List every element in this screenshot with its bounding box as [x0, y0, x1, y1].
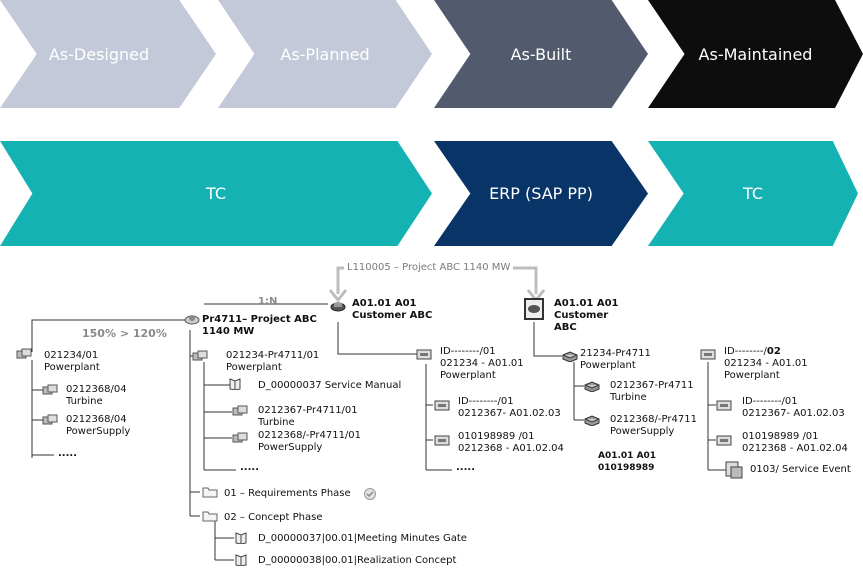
document-icon	[235, 532, 247, 544]
mbom-turbine: 0212367-Pr4711/01 Turbine	[258, 405, 358, 428]
mbom-root: Pr4711– Project ABC 1140 MW	[202, 314, 317, 337]
system-label: TC	[205, 184, 226, 203]
erp-serial: A01.01 A01 010198989	[598, 451, 657, 473]
maint-turbine: ID--------/01 0212367- A01.02.03	[742, 396, 845, 419]
part-icon	[192, 350, 208, 361]
material-icon	[562, 351, 578, 362]
built-turbine: ID--------/01 0212367- A01.02.03	[458, 396, 561, 419]
built-powerplant: ID--------/01 021234 - A01.01 Powerplant	[440, 346, 524, 381]
mbom-more: .....	[240, 462, 259, 473]
doc-realization: D_00000038|00.01|Realization Concept	[258, 555, 457, 566]
phase-label: As-Built	[510, 44, 572, 64]
phase-as-built: As-Built	[434, 0, 648, 108]
built-root: A01.01 A01 Customer ABC	[352, 298, 433, 321]
system-tc-left: TC	[0, 141, 432, 246]
link-ratio: 1:N	[258, 296, 278, 307]
physical-part-icon	[434, 400, 450, 411]
system-tc-right: TC	[648, 141, 858, 246]
folder-icon	[202, 487, 218, 498]
maint-powerplant-id: ID--------/02	[724, 346, 781, 358]
document-icon	[235, 554, 247, 566]
ebom-root: 021234/01 Powerplant	[44, 350, 100, 373]
phase-label: As-Maintained	[698, 44, 813, 64]
physical-part-icon	[700, 349, 716, 360]
part-icon	[42, 384, 58, 395]
physical-part-icon	[416, 349, 432, 360]
customer-icon	[330, 302, 346, 312]
check-icon	[364, 488, 376, 500]
project-icon	[184, 315, 200, 325]
mbom-powersupply: 0212368/-Pr4711/01 PowerSupply	[258, 430, 362, 453]
physical-part-icon	[434, 435, 450, 446]
material-icon	[584, 415, 600, 426]
document-icon	[229, 378, 241, 390]
phase-label: As-Planned	[280, 44, 370, 64]
system-label: ERP (SAP PP)	[489, 184, 593, 203]
project-link-label: L110005 – Project ABC 1140 MW	[344, 262, 514, 274]
ratio-label: 150% > 120%	[82, 327, 167, 340]
maint-powerplant: 021234 - A01.01 Powerplant	[724, 358, 808, 381]
maint-powersupply: 010198989 /01 0212368 - A01.02.04	[742, 431, 848, 454]
phase-label: As-Designed	[48, 44, 150, 64]
material-icon	[584, 381, 600, 392]
part-icon	[42, 414, 58, 425]
system-label: TC	[742, 184, 763, 203]
phase-as-designed: As-Designed	[0, 0, 216, 108]
part-icon	[232, 405, 248, 416]
system-erp: ERP (SAP PP)	[434, 141, 648, 246]
service-event-icon	[725, 461, 743, 479]
folder-icon	[202, 511, 218, 522]
gear-icon	[16, 348, 32, 359]
phase-as-maintained: As-Maintained	[648, 0, 863, 108]
built-powersupply: 010198989 /01 0212368 - A01.02.04	[458, 431, 564, 454]
erp-powerplant: 21234-Pr4711 Powerplant	[580, 348, 651, 371]
maint-rev: 02	[766, 346, 781, 357]
erp-root: A01.01 A01 Customer ABC	[554, 298, 619, 333]
ebom-turbine: 0212368/04 Turbine	[66, 384, 127, 407]
mbom-service-manual: D_00000037 Service Manual	[258, 380, 402, 391]
doc-meeting-minutes: D_00000037|00.01|Meeting Minutes Gate	[258, 533, 467, 544]
part-icon	[232, 432, 248, 443]
ebom-powersupply: 0212368/04 PowerSupply	[66, 414, 131, 437]
customer-box-icon	[524, 298, 544, 320]
built-more: .....	[456, 462, 475, 473]
erp-powersupply: 0212368/-Pr4711 PowerSupply	[610, 414, 697, 437]
physical-part-icon	[716, 435, 732, 446]
maint-service-event: 0103/ Service Event	[750, 464, 851, 475]
maint-id: ID--------/	[724, 346, 767, 357]
physical-part-icon	[716, 400, 732, 411]
phase-as-planned: As-Planned	[218, 0, 432, 108]
ebom-more: .....	[58, 448, 77, 459]
folder-concept: 02 – Concept Phase	[224, 512, 323, 523]
folder-requirements: 01 – Requirements Phase	[224, 488, 351, 499]
mbom-powerplant: 021234-Pr4711/01 Powerplant	[226, 350, 320, 373]
erp-turbine: 0212367-Pr4711 Turbine	[610, 380, 694, 403]
